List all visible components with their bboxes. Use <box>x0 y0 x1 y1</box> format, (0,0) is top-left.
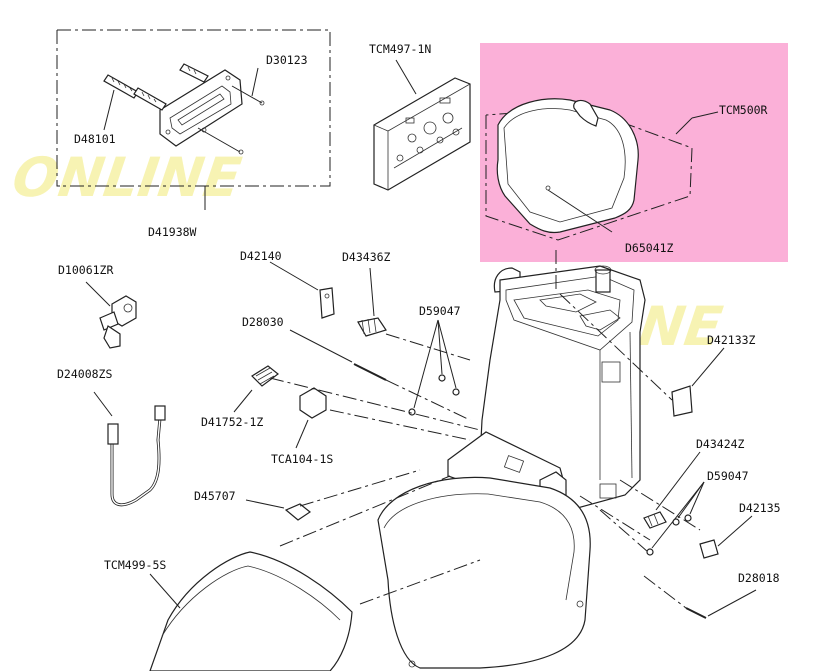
label-d10061zr: D10061ZR <box>58 263 113 277</box>
adapter-tca104 <box>295 387 327 449</box>
fitting-d43436z <box>357 267 471 361</box>
label-d41752-1z: D41752-1Z <box>201 415 263 429</box>
label-d30123: D30123 <box>266 53 308 67</box>
label-d43424z: D43424Z <box>696 437 745 451</box>
cover-tcm500r <box>485 98 719 241</box>
label-d41938w: D41938W <box>148 225 197 239</box>
seat-lid-tcm499 <box>149 551 353 671</box>
clip-d45707 <box>245 499 312 521</box>
label-d24008zs: D24008ZS <box>57 367 112 381</box>
label-d28018: D28018 <box>738 571 780 585</box>
control-panel-tcm497 <box>373 59 471 191</box>
mounting-plate <box>159 69 243 147</box>
bolt-d28030 <box>289 329 471 421</box>
fitting-d43424z <box>643 451 701 529</box>
cap-d42133z <box>671 347 725 417</box>
watermark-left: ONLINE <box>9 146 245 209</box>
toilet-body <box>377 250 646 669</box>
assembly-lines <box>269 293 701 609</box>
label-d65041z: D65041Z <box>625 241 674 255</box>
label-tca104-1s: TCA104-1S <box>271 452 333 466</box>
label-d42133z: D42133Z <box>707 333 756 347</box>
label-d43436z: D43436Z <box>342 250 391 264</box>
filter-d41752 <box>233 365 279 413</box>
bracket-d42140 <box>269 261 335 319</box>
label-d59047-right: D59047 <box>707 469 749 483</box>
bolt-d28018 <box>685 589 757 619</box>
label-tcm499-5s: TCM499-5S <box>104 558 166 572</box>
mounting-plate-kit <box>56 29 331 210</box>
label-d42135: D42135 <box>739 501 781 515</box>
stop-valve-d10061zr <box>85 281 137 349</box>
cap-d42135 <box>699 515 753 559</box>
supply-hose-d24008zs <box>93 391 166 507</box>
label-d42140: D42140 <box>240 249 282 263</box>
label-d45707: D45707 <box>194 489 236 503</box>
label-tcm500r: TCM500R <box>719 103 768 117</box>
screws-d59047-right <box>646 481 705 556</box>
label-tcm497-1n: TCM497-1N <box>369 42 431 56</box>
label-d28030: D28030 <box>242 315 284 329</box>
anchor-bolts <box>103 63 265 155</box>
label-d48101: D48101 <box>74 132 116 146</box>
label-d59047-top: D59047 <box>419 304 461 318</box>
screws-d59047-top <box>408 319 460 416</box>
